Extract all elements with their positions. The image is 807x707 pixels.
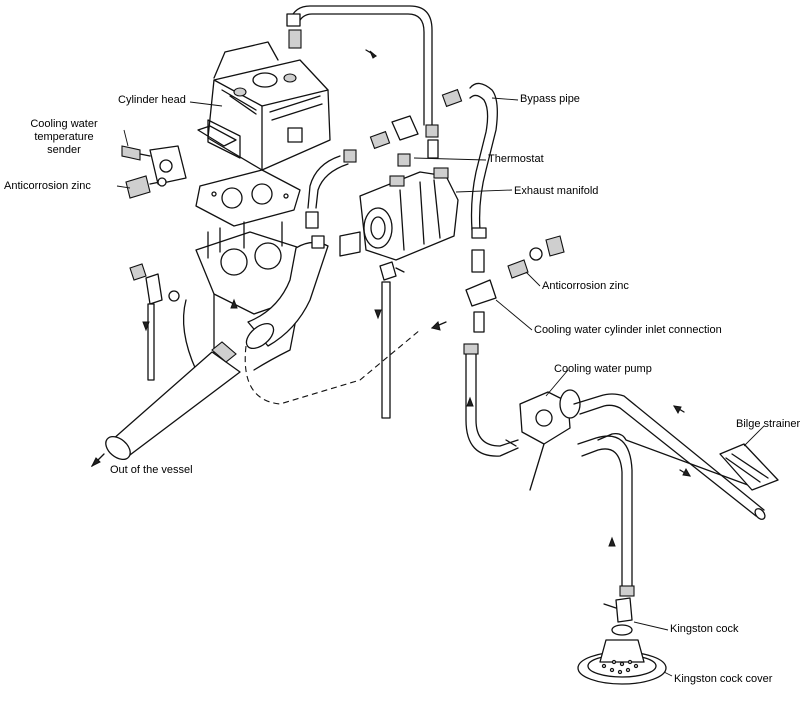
label-kingston-cock-cover: Kingston cock cover — [674, 673, 773, 685]
label-cylinder-head: Cylinder head — [118, 94, 186, 106]
temperature-sender — [121, 145, 187, 185]
hose-clamp — [288, 29, 302, 49]
label-kingston-cock: Kingston cock — [670, 623, 739, 635]
label-cooling-water-cylinder-inlet-connection: Cooling water cylinder inlet connection — [534, 324, 722, 336]
cylinder-head — [197, 41, 331, 171]
pump-pipe — [463, 343, 519, 457]
exhaust-manifold — [359, 167, 459, 261]
centre-hose — [305, 149, 357, 249]
label-exhaust-manifold: Exhaust manifold — [514, 185, 599, 197]
label-anticorrosion-zinc-left: Anticorrosion zinc — [4, 180, 91, 192]
flow-arrow — [142, 298, 382, 332]
inlet-connection — [465, 249, 497, 333]
label-out-of-the-vessel: Out of the vessel — [110, 464, 193, 476]
leader-lines — [116, 97, 765, 677]
bypass-pipe-shape — [441, 82, 498, 239]
kingston-cock-cover — [577, 639, 667, 685]
bilge-pipe — [573, 393, 766, 520]
hose-clamp — [425, 124, 439, 138]
label-thermostat: Thermostat — [488, 153, 544, 165]
kingston-cock — [603, 597, 633, 636]
drain-rod-centre — [379, 261, 405, 419]
anticorrosion-zinc-right-part — [507, 235, 565, 279]
label-bypass-pipe: Bypass pipe — [520, 93, 580, 105]
anticorrosion-zinc-left-part — [125, 175, 167, 199]
kingston-pipe — [577, 435, 635, 597]
head-gasket — [195, 169, 301, 227]
label-anticorrosion-zinc-right: Anticorrosion zinc — [542, 280, 629, 292]
top-return-pipe — [286, 5, 439, 159]
flow-arrow — [365, 49, 377, 59]
label-cooling-water-temperature-sender: Cooling water temperature sender — [30, 118, 98, 156]
out-of-vessel-pipe — [90, 341, 241, 468]
label-cooling-water-pump: Cooling water pump — [554, 363, 652, 375]
thermostat-housing — [369, 115, 419, 167]
drain-rod-left — [129, 263, 180, 381]
flow-arrow — [673, 405, 691, 477]
bilge-strainer — [719, 443, 779, 491]
cooling-water-pump — [505, 389, 581, 491]
flow-arrow — [431, 321, 447, 331]
flow-dashed-line — [244, 329, 421, 405]
label-bilge-strainer: Bilge strainer — [736, 418, 801, 430]
cylinder-block — [182, 221, 301, 381]
